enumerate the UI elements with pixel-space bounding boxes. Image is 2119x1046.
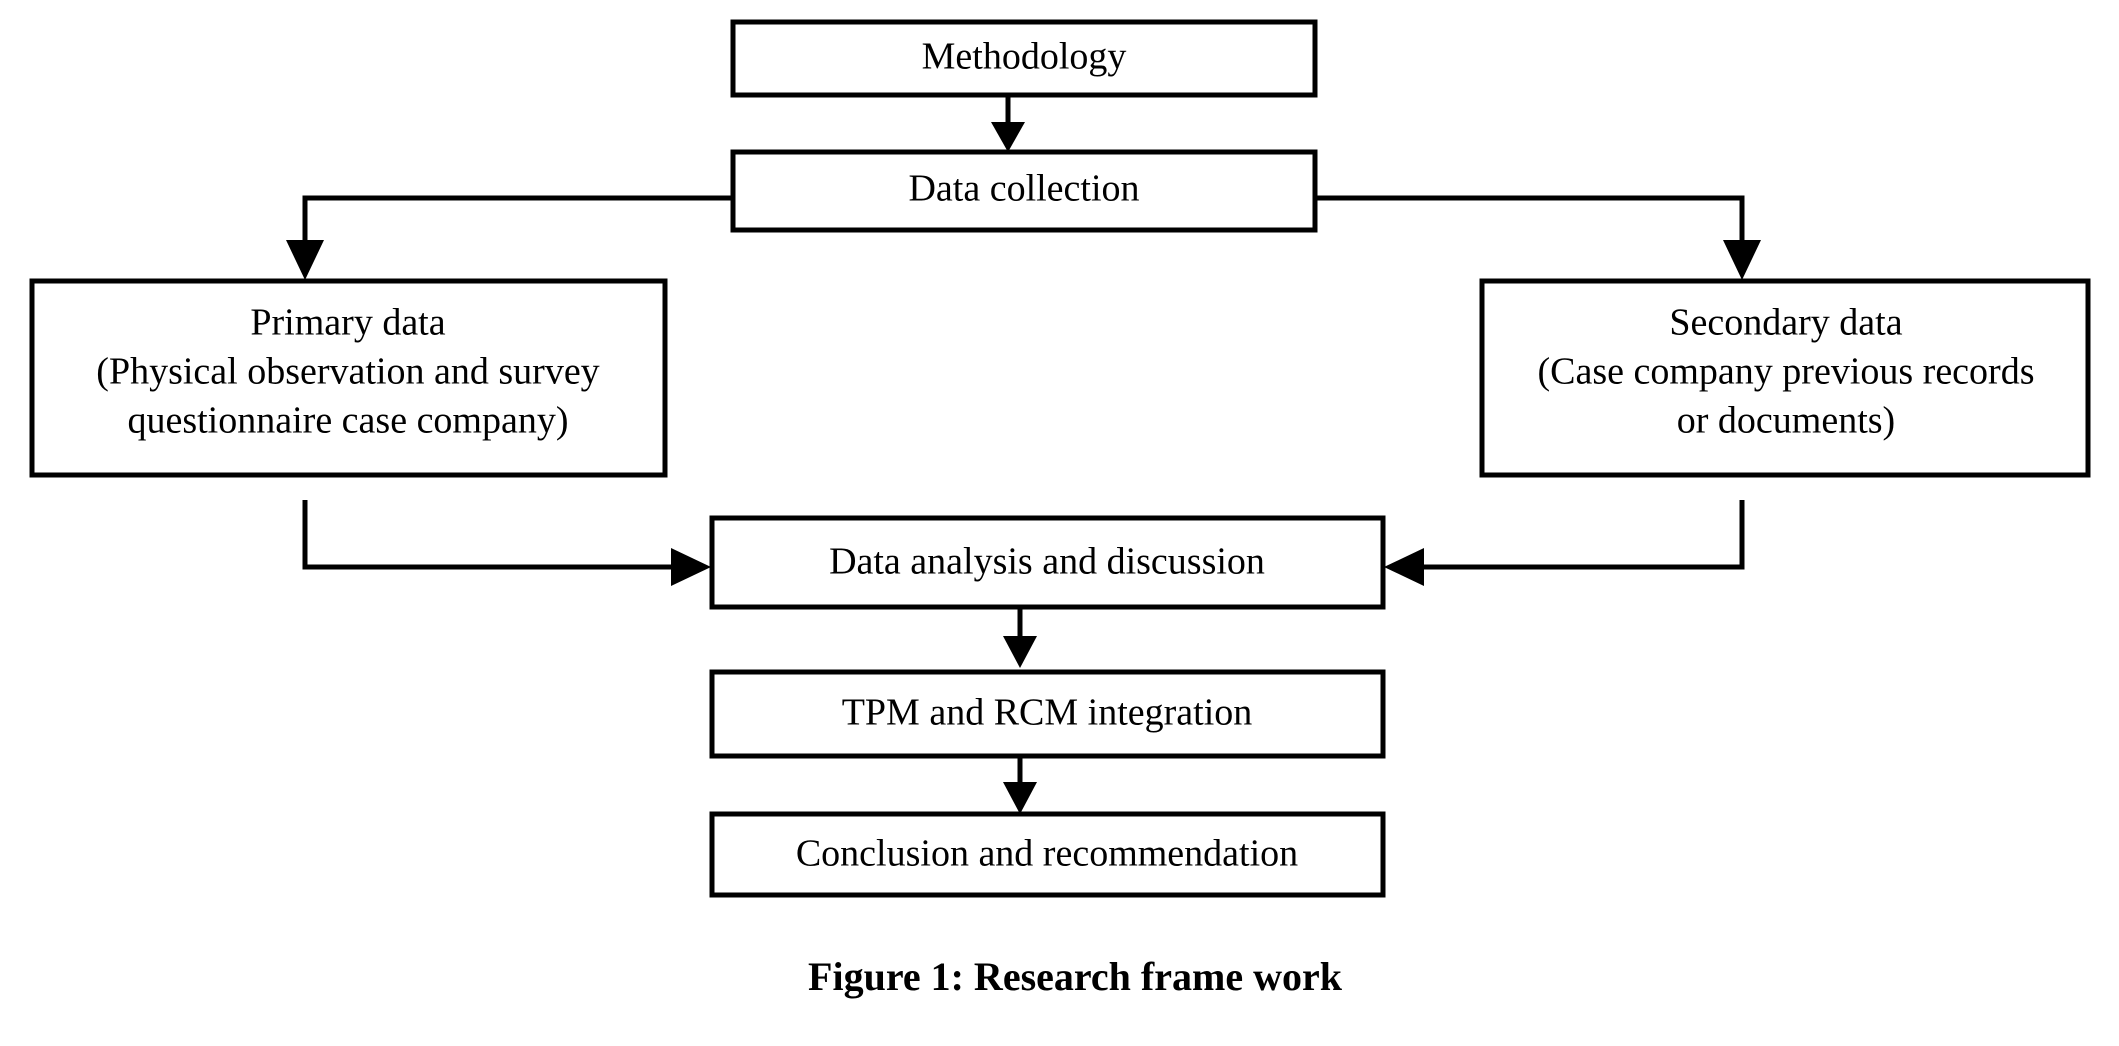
conclusion-box[interactable] — [709, 811, 1386, 898]
secondary-data-box[interactable] — [1479, 278, 2091, 478]
node-conclusion[interactable]: Conclusion and recommendation — [709, 811, 1386, 898]
methodology-box[interactable] — [730, 19, 1318, 98]
figure-caption: Figure 1: Research frame work — [808, 954, 1343, 999]
tpm-rcm-label: TPM and RCM integration — [842, 692, 1253, 734]
primary-data-box[interactable] — [29, 278, 668, 478]
edge-data-collection-to-secondary-data — [1315, 195, 1761, 280]
edge-methodology-to-data-collection — [991, 95, 1025, 152]
node-data-analysis[interactable]: Data analysis and discussion — [709, 515, 1386, 610]
data-collection-label: Data collection — [908, 168, 1139, 210]
primary-data-label-line2: (Physical observation and survey — [96, 351, 599, 393]
conclusion-label: Conclusion and recommendation — [796, 833, 1298, 875]
data-collection-box[interactable] — [730, 149, 1318, 233]
primary-data-label-line1: Primary data — [250, 302, 445, 344]
tpm-rcm-box[interactable] — [709, 669, 1386, 759]
methodology-label: Methodology — [922, 36, 1127, 78]
data-analysis-label: Data analysis and discussion — [829, 541, 1265, 583]
data-analysis-box[interactable] — [709, 515, 1386, 610]
primary-data-label-line3: questionnaire case company) — [127, 400, 568, 442]
secondary-data-label-line3: or documents) — [1677, 400, 1895, 442]
edge-data-analysis-to-tpm-rcm — [1003, 607, 1037, 668]
edge-primary-data-to-data-analysis — [302, 500, 711, 586]
secondary-data-label-line2: (Case company previous records — [1537, 351, 2034, 393]
node-secondary-data[interactable]: Secondary data (Case company previous re… — [1479, 278, 2091, 478]
node-primary-data[interactable]: Primary data (Physical observation and s… — [29, 278, 668, 478]
edge-secondary-data-to-data-analysis — [1384, 500, 1745, 586]
edge-tpm-rcm-to-conclusion — [1003, 756, 1037, 814]
edge-data-collection-to-primary-data — [286, 195, 733, 280]
node-methodology[interactable]: Methodology — [730, 19, 1318, 98]
node-tpm-rcm[interactable]: TPM and RCM integration — [709, 669, 1386, 759]
node-data-collection[interactable]: Data collection — [730, 149, 1318, 233]
secondary-data-label-line1: Secondary data — [1669, 302, 1902, 344]
